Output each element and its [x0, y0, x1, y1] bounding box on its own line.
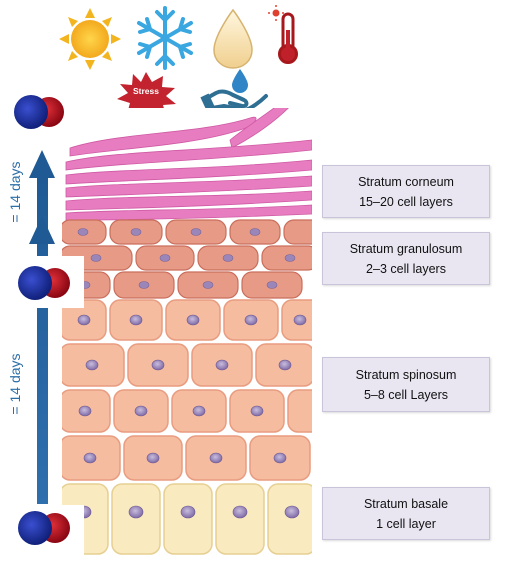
oxygen-molecule-top	[0, 87, 74, 138]
layer-detail: 1 cell layer	[376, 516, 436, 531]
layer-name: Stratum spinosum	[355, 367, 457, 382]
stress-burst-icon	[117, 72, 176, 119]
layer-name: Stratum corneum	[358, 174, 454, 189]
thermometer-icon	[268, 5, 298, 64]
epidermis-illustration	[62, 108, 312, 560]
layer-label-stratum-basale: Stratum basale 1 cell layer	[322, 487, 490, 540]
sun-icon	[59, 8, 121, 70]
oxygen-molecule-middle	[0, 256, 84, 308]
snowflake-icon	[137, 6, 193, 70]
layer-label-stratum-spinosum: Stratum spinosum 5–8 cell Layers	[322, 357, 490, 412]
layer-detail: 5–8 cell Layers	[363, 387, 449, 402]
renewal-arrow	[29, 150, 55, 504]
layer-label-stratum-corneum: Stratum corneum 15–20 cell layers	[322, 165, 490, 218]
stratum-basale-cells	[62, 483, 312, 555]
stress-label: Stress	[133, 86, 159, 96]
renewal-days-lower: = 14 days	[7, 353, 23, 415]
layer-detail: 2–3 cell layers	[366, 261, 446, 276]
layer-name: Stratum basale	[363, 496, 449, 511]
renewal-days-upper: = 14 days	[7, 161, 23, 223]
stratum-corneum-cells	[65, 108, 312, 221]
oxygen-molecule-bottom	[0, 505, 84, 557]
stratum-spinosum-cells	[62, 299, 312, 481]
stratum-granulosum-cells	[62, 219, 312, 299]
layer-name: Stratum granulosum	[349, 241, 463, 256]
hand-water-drop-icon	[200, 69, 268, 112]
layer-label-stratum-granulosum: Stratum granulosum 2–3 cell layers	[322, 232, 490, 285]
water-drop-icon	[213, 8, 253, 69]
layer-detail: 15–20 cell layers	[359, 194, 453, 209]
